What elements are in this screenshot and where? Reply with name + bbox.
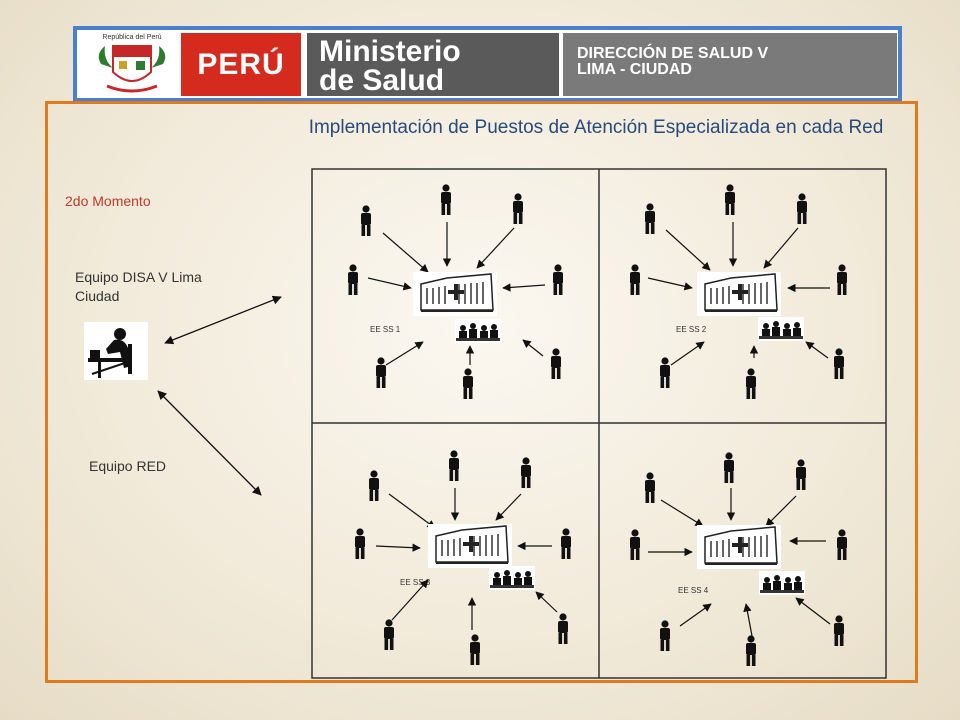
person-icon — [470, 634, 480, 665]
facility-cluster-1 — [367, 222, 546, 366]
disa-link-arrow — [164, 295, 282, 345]
person-icon — [834, 615, 844, 646]
facility-label-2: EE SS 2 — [676, 325, 707, 334]
crest-caption: República del Perú — [102, 34, 162, 41]
hospital-icon-1 — [412, 271, 498, 317]
facility-label-3: EE SS 3 — [400, 578, 431, 587]
direccion-wordmark: DIRECCIÓN DE SALUD V LIMA - CIUDAD — [563, 33, 897, 96]
hospital-icon-3 — [427, 523, 513, 569]
direccion-line1: DIRECCIÓN DE SALUD V — [577, 45, 769, 62]
moment-label: 2do Momento — [65, 193, 151, 209]
slide-frame — [45, 101, 918, 683]
facility-label-4: EE SS 4 — [678, 586, 709, 595]
person-icon — [553, 264, 563, 295]
facility-cluster-4 — [648, 488, 831, 637]
facility-cluster-2 — [647, 222, 830, 366]
crest-emblem — [98, 45, 166, 93]
hospital-icon-2 — [696, 271, 782, 317]
people-group-icon-4 — [759, 571, 805, 595]
hospital-icon-4 — [696, 524, 782, 570]
person-icon — [837, 264, 847, 295]
facility-cluster-3 — [375, 488, 558, 630]
person-icon — [361, 205, 371, 236]
ministry-banner: República del Perú PERÚ Ministerio de Sa… — [73, 26, 902, 102]
person-icon — [630, 264, 640, 295]
team-disa-label: Equipo DISA V Lima Ciudad — [75, 269, 202, 304]
person-icon — [725, 184, 735, 215]
team-red-label: Equipo RED — [89, 458, 167, 474]
person-icon — [746, 635, 756, 666]
person-icon — [348, 264, 358, 295]
person-icon — [796, 459, 806, 490]
person-icon — [797, 193, 807, 224]
person-icon — [837, 529, 847, 560]
person-icon — [660, 357, 670, 388]
person-icon — [441, 184, 451, 215]
person-icon — [376, 357, 386, 388]
people-group-icon-2 — [758, 317, 804, 341]
person-icon — [369, 470, 379, 501]
person-icon — [384, 619, 394, 650]
person-icon — [746, 368, 756, 399]
person-icon — [463, 368, 473, 399]
red-link-arrow — [157, 390, 262, 496]
person-icon — [551, 348, 561, 379]
person-icon — [724, 452, 734, 483]
slide-title: Implementación de Puestos de Atención Es… — [308, 117, 884, 138]
person-icon — [558, 613, 568, 644]
ministry-line2: de Salud — [319, 64, 445, 97]
direccion-line2: LIMA - CIUDAD — [577, 61, 692, 78]
person-icon — [630, 529, 640, 560]
ministry-line1: Ministerio — [319, 35, 461, 68]
person-icon — [645, 203, 655, 234]
person-icon — [834, 348, 844, 379]
person-icon — [521, 457, 531, 488]
peru-wordmark: PERÚ — [181, 33, 301, 96]
facility-label-1: EE SS 1 — [370, 325, 401, 334]
office-worker-icon — [84, 322, 148, 380]
ministry-wordmark: Ministerio de Salud — [307, 33, 559, 96]
person-icon — [355, 528, 365, 559]
people-group-icon-3 — [489, 566, 535, 590]
person-icon — [561, 528, 571, 559]
person-icon — [513, 193, 523, 224]
person-icon — [660, 620, 670, 651]
person-icon — [645, 472, 655, 503]
people-group-icon-1 — [455, 319, 501, 343]
national-crest-logo: República del Perú — [91, 34, 173, 98]
person-icon — [449, 450, 459, 481]
